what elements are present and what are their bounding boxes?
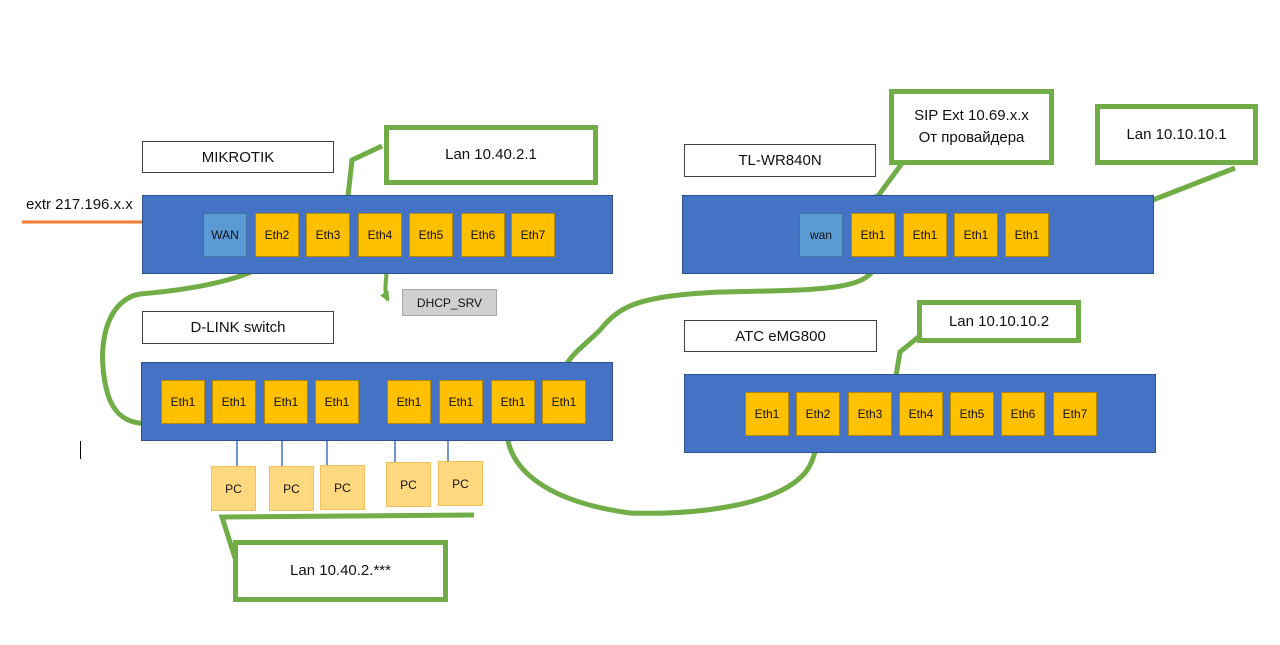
dlink-port-2[interactable]: Eth1: [212, 380, 256, 424]
callout-pointer-lan-atc: [893, 332, 924, 377]
pc-2[interactable]: PC: [269, 466, 314, 511]
callout-lan-mikrotik: Lan 10.40.2.1: [384, 125, 598, 185]
mikrotik-panel: WAN Eth2 Eth3 Eth4 Eth5 Eth6 Eth7: [142, 195, 613, 274]
atc-port-eth2[interactable]: Eth2: [796, 392, 840, 436]
mikrotik-label: MIKROTIK: [142, 141, 334, 173]
mikrotik-port-wan[interactable]: WAN: [203, 213, 247, 257]
mikrotik-port-eth7[interactable]: Eth7: [511, 213, 555, 257]
atc-port-eth3[interactable]: Eth3: [848, 392, 892, 436]
atc-port-eth5[interactable]: Eth5: [950, 392, 994, 436]
external-ip-text: extr 217.196.x.x: [26, 196, 133, 213]
atc-label: ATC eMG800: [684, 320, 877, 352]
tplink-label: TL-WR840N: [684, 144, 876, 177]
cable-mikrotik-eth2-to-dlink: [100, 255, 277, 427]
pc-1[interactable]: PC: [211, 466, 256, 511]
tplink-port-wan[interactable]: wan: [799, 213, 843, 257]
tplink-panel: wan Eth1 Eth1 Eth1 Eth1: [682, 195, 1154, 274]
atc-port-eth4[interactable]: Eth4: [899, 392, 943, 436]
pc-4[interactable]: PC: [386, 462, 431, 507]
callout-lan-atc-text: Lan 10.10.10.2: [948, 312, 1050, 330]
atc-port-eth6[interactable]: Eth6: [1001, 392, 1045, 436]
callout-pointer-lan-mikrotik: [345, 143, 384, 197]
text-cursor: [80, 441, 81, 459]
dlink-label: D-LINK switch: [142, 311, 334, 344]
callout-lan-pcs-text: Lan 10.40.2.***: [290, 562, 391, 579]
cable-tplink-eth1-to-dlink: [555, 255, 878, 393]
callout-lan-tplink: Lan 10.10.10.1: [1095, 104, 1258, 165]
mikrotik-port-eth5[interactable]: Eth5: [409, 213, 453, 257]
tplink-port-eth1-a[interactable]: Eth1: [851, 213, 895, 257]
mikrotik-port-eth3[interactable]: Eth3: [306, 213, 350, 257]
dlink-port-6[interactable]: Eth1: [439, 380, 483, 424]
callout-lan-atc: Lan 10.10.10.2: [917, 300, 1081, 343]
callout-lan-pcs: Lan 10.40.2.***: [233, 540, 448, 602]
atc-panel: Eth1 Eth2 Eth3 Eth4 Eth5 Eth6 Eth7: [684, 374, 1156, 453]
atc-port-eth1[interactable]: Eth1: [745, 392, 789, 436]
dlink-port-3[interactable]: Eth1: [264, 380, 308, 424]
callout-pointer-lan-pcs: [218, 512, 475, 559]
pc-5[interactable]: PC: [438, 461, 483, 506]
tplink-port-eth1-c[interactable]: Eth1: [954, 213, 998, 257]
atc-port-eth7[interactable]: Eth7: [1053, 392, 1097, 436]
callout-sip: SIP Ext 10.69.x.x От провайдера: [889, 89, 1054, 165]
mikrotik-port-eth6[interactable]: Eth6: [461, 213, 505, 257]
dlink-port-1[interactable]: Eth1: [161, 380, 205, 424]
dlink-port-7[interactable]: Eth1: [491, 380, 535, 424]
tplink-port-eth1-d[interactable]: Eth1: [1005, 213, 1049, 257]
pc-3[interactable]: PC: [320, 465, 365, 510]
mikrotik-port-eth4[interactable]: Eth4: [358, 213, 402, 257]
tplink-port-eth1-b[interactable]: Eth1: [903, 213, 947, 257]
mikrotik-port-eth2[interactable]: Eth2: [255, 213, 299, 257]
callout-sip-line2: От провайдера: [918, 129, 1025, 146]
callout-sip-line1: SIP Ext 10.69.x.x: [914, 107, 1029, 124]
callout-lan-mikrotik-text: Lan 10.40.2.1: [445, 146, 537, 163]
dlink-port-4[interactable]: Eth1: [315, 380, 359, 424]
cable-dlink-eth1-to-atc-eth2: [504, 417, 827, 516]
dlink-panel: Eth1 Eth1 Eth1 Eth1 Eth1 Eth1 Eth1 Eth1: [141, 362, 613, 441]
dlink-port-8[interactable]: Eth1: [542, 380, 586, 424]
dlink-port-5[interactable]: Eth1: [387, 380, 431, 424]
dhcp-server-box: DHCP_SRV: [402, 289, 497, 316]
callout-lan-tplink-text: Lan 10.10.10.1: [1126, 125, 1227, 143]
